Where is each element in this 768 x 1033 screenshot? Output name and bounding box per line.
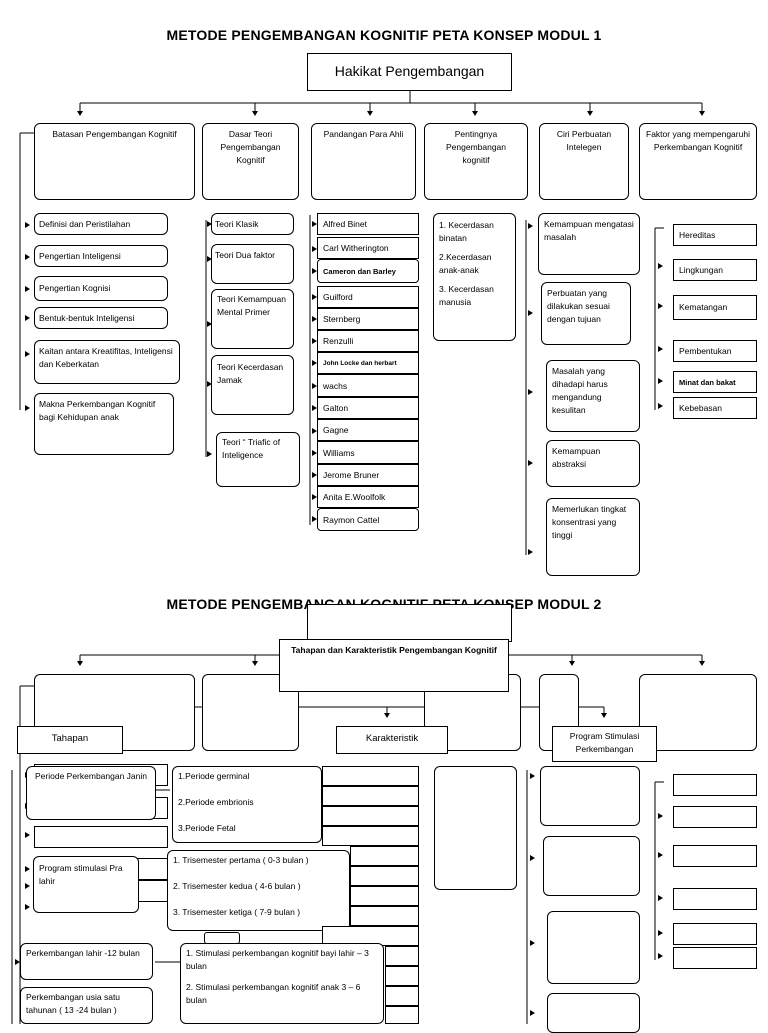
- module1-root-node: Hakikat Pengembangan: [307, 53, 512, 91]
- empty-box: [547, 993, 640, 1033]
- ahli-item: Galton: [317, 397, 419, 419]
- trisemester-item: 2. Trisemester kedua ( 4-6 bulan ): [173, 881, 301, 891]
- faktor-item: Lingkungan: [673, 259, 757, 281]
- empty-box: [434, 766, 517, 890]
- pentingnya-item: 1. Kecerdasan binatan: [439, 220, 494, 243]
- category-batasan: Batasan Pengembangan Kognitif: [34, 123, 195, 200]
- empty-box: [385, 966, 419, 986]
- node-karakteristik: Karakteristik: [336, 726, 448, 754]
- node-program-stimulasi: Program Stimulasi Perkembangan: [552, 726, 657, 762]
- stimulasi-item: 1. Stimulasi perkembangan kognitif bayi …: [186, 948, 369, 971]
- empty-box: [673, 923, 757, 945]
- faktor-item: Kebebasan: [673, 397, 757, 419]
- category-pentingnya: Pentingnya Pengembangan kognitif: [424, 123, 528, 200]
- teori-item: Teori “ Triafic of Inteligence: [216, 432, 300, 487]
- pentingnya-item: 2.Kecerdasan anak-anak: [439, 252, 492, 275]
- ciri-item: Kemampuan abstraksi: [546, 440, 640, 487]
- trisemester-item: 1. Trisemester pertama ( 0-3 bulan ): [173, 855, 309, 865]
- periode-item: 1.Periode germinal: [178, 771, 250, 781]
- ciri-item: Perbuatan yang dilakukan sesuai dengan t…: [541, 282, 631, 345]
- ahli-item: Williams: [317, 441, 419, 464]
- empty-box: [322, 806, 419, 826]
- category-faktor: Faktor yang mempengaruhi Perkembangan Ko…: [639, 123, 757, 200]
- pentingnya-item: 3. Kecerdasan manusia: [439, 284, 494, 307]
- ahli-item: Guilford: [317, 286, 419, 308]
- ahli-item: Jerome Bruner: [317, 464, 419, 486]
- ahli-item: Anita E.Woolfolk: [317, 486, 419, 508]
- empty-box: [385, 1006, 419, 1024]
- batasan-item: Makna Perkembangan Kognitif bagi Kehidup…: [34, 393, 174, 455]
- teori-item: Teori Kemampuan Mental Primer: [211, 289, 294, 349]
- trisemester-list: 1. Trisemester pertama ( 0-3 bulan ) 2. …: [167, 850, 350, 931]
- empty-box: [673, 888, 757, 910]
- ahli-item: Gagne: [317, 419, 419, 441]
- category-ciri: Ciri Perbuatan Intelegen: [539, 123, 629, 200]
- empty-box: [547, 911, 640, 984]
- faktor-item: Kematangan: [673, 295, 757, 320]
- faktor-item: Hereditas: [673, 224, 757, 246]
- empty-box: [673, 845, 757, 867]
- empty-box: [385, 946, 419, 966]
- module2-root-node: Tahapan dan Karakteristik Pengembangan K…: [279, 639, 509, 692]
- batasan-item: Pengertian Kognisi: [34, 276, 168, 301]
- empty-box: [350, 846, 419, 866]
- periode-list: 1.Periode germinal 2.Periode embrionis 3…: [172, 766, 322, 843]
- ciri-item: Memerlukan tingkat konsentrasi yang ting…: [546, 498, 640, 576]
- empty-box: [385, 986, 419, 1006]
- perkembangan-lahir: Perkembangan lahir -12 bulan: [20, 943, 153, 980]
- perkembangan-usia: Perkembangan usia satu tahunan ( 13 -24 …: [20, 987, 153, 1024]
- empty-box: [673, 806, 757, 828]
- ahli-item: Cameron dan Barley: [317, 259, 419, 283]
- program-pra-lahir: Program stimulasi Pra lahir: [33, 856, 139, 913]
- module2-empty-category: [639, 674, 757, 751]
- node-tahapan: Tahapan: [17, 726, 123, 754]
- category-dasar-teori: Dasar Teori Pengembangan Kognitif: [202, 123, 299, 200]
- periode-item: 2.Periode embrionis: [178, 797, 254, 807]
- teori-item: Teori Klasik: [211, 213, 294, 235]
- empty-box: [322, 826, 419, 846]
- empty-box: [673, 774, 757, 796]
- faktor-item: Minat dan bakat: [673, 371, 757, 393]
- ciri-item: Masalah yang dihadapi harus mengandung k…: [546, 360, 640, 432]
- empty-box: [322, 766, 419, 786]
- ciri-item: Kemampuan mengatasi masalah: [538, 213, 640, 275]
- stimulasi-item: 2. Stimulasi perkembangan kognitif anak …: [186, 982, 361, 1005]
- empty-box: [34, 826, 168, 848]
- module2-title-box: [307, 604, 512, 642]
- empty-box: [673, 947, 757, 969]
- empty-box: [350, 906, 419, 926]
- module1-title: METODE PENGEMBANGAN KOGNITIF PETA KONSEP…: [166, 27, 602, 43]
- periode-janin: Periode Perkembangan Janin: [26, 766, 156, 820]
- trisemester-item: 3. Trisemester ketiga ( 7-9 bulan ): [173, 907, 301, 917]
- ahli-item: Sternberg: [317, 308, 419, 330]
- empty-box: [322, 786, 419, 806]
- pentingnya-list: 1. Kecerdasan binatan 2.Kecerdasan anak-…: [433, 213, 516, 341]
- ahli-item: Carl Witherington: [317, 237, 419, 259]
- faktor-item: Pembentukan: [673, 340, 757, 362]
- category-pandangan-ahli: Pandangan Para Ahli: [311, 123, 416, 200]
- empty-box: [543, 836, 640, 896]
- batasan-item: Definisi dan Peristilahan: [34, 213, 168, 235]
- batasan-item: Bentuk-bentuk Inteligensi: [34, 307, 168, 329]
- ahli-item: Raymon Cattel: [317, 508, 419, 531]
- ahli-item: wachs: [317, 374, 419, 397]
- ahli-item: John Locke dan herbart: [317, 352, 419, 374]
- teori-item: Teori Dua faktor: [211, 244, 294, 284]
- empty-box: [540, 766, 640, 826]
- empty-box: [350, 886, 419, 906]
- batasan-item: Kaitan antara Kreatifitas, Inteligensi d…: [34, 340, 180, 384]
- ahli-item: Renzulli: [317, 330, 419, 352]
- stimulasi-list: 1. Stimulasi perkembangan kognitif bayi …: [180, 943, 384, 1024]
- batasan-item: Pengertian Inteligensi: [34, 245, 168, 267]
- empty-box: [350, 866, 419, 886]
- periode-item: 3.Periode Fetal: [178, 823, 236, 833]
- ahli-item: Alfred Binet: [317, 213, 419, 235]
- teori-item: Teori Kecerdasan Jamak: [211, 355, 294, 415]
